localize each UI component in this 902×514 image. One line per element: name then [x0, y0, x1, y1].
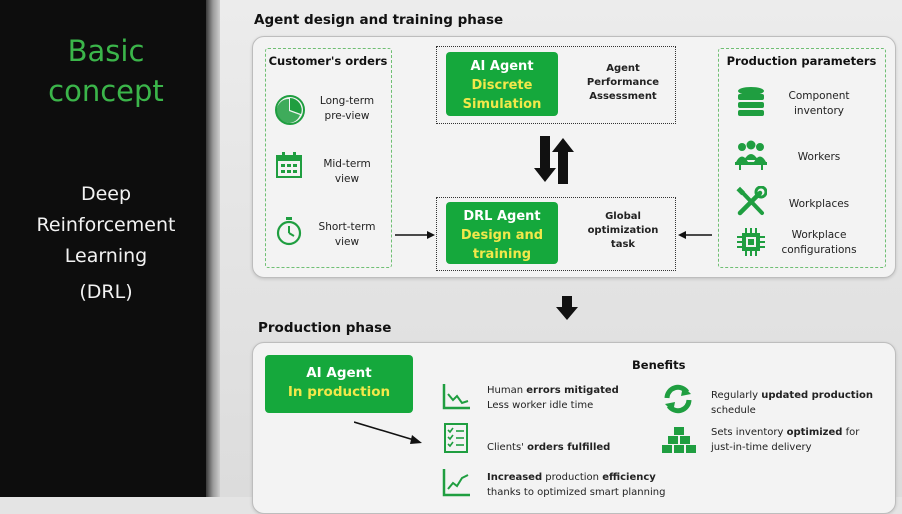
benefit-schedule: Regularly updated production [711, 390, 873, 401]
panel-divider [206, 0, 220, 497]
benefit-errors: Human errors mitigated [487, 385, 619, 396]
ai-agent-simulation-box: AI Agent Discrete Simulation [446, 52, 558, 116]
ai-agent-production-box: AI Agent In production [265, 355, 413, 413]
drl-agent-box: DRL Agent Design and training [446, 202, 558, 264]
arrow-to-benefits [354, 420, 424, 446]
training-phase-title: Agent design and training phase [254, 12, 504, 28]
production-phase-title: Production phase [258, 320, 392, 336]
down-arrow-icon [556, 296, 578, 320]
workers-icon [733, 140, 769, 170]
benefit-inventory: Sets inventory optimized for [711, 427, 860, 438]
sim-line3: Simulation [462, 97, 542, 112]
calendar-icon [274, 150, 304, 180]
benefit-efficiency: Increased production efficiency [487, 472, 656, 483]
sim-line2: Discrete [471, 78, 533, 93]
trend-up-chart-icon [442, 467, 472, 497]
simulation-block [436, 46, 676, 124]
task-line2: optimization [587, 225, 659, 236]
assessment-line2: Performance [586, 77, 660, 88]
assessment-line3: Assessment [589, 91, 657, 102]
benefit-inventory-line2: just-in-time delivery [711, 442, 812, 453]
subtitle-line1: Deep [80, 183, 132, 205]
workplaces-label: Workplaces [788, 198, 850, 210]
task-line1: Global [605, 211, 641, 222]
arrow-from-params [678, 229, 712, 241]
subtitle-line3: Learning [64, 245, 148, 267]
workers-label: Workers [797, 151, 841, 163]
tools-icon [735, 186, 767, 218]
drl-line1: DRL Agent [463, 209, 541, 224]
chip-icon [735, 226, 767, 258]
basic-title-line1: Basic [67, 34, 145, 68]
training-phase-box [252, 36, 896, 278]
component-inventory-label-1: Component [788, 90, 850, 102]
mid-term-label-1: Mid-term [323, 158, 371, 170]
trend-down-chart-icon [442, 382, 472, 410]
subtitle-line4: (DRL) [79, 281, 133, 303]
stacked-boxes-icon [662, 425, 696, 453]
benefit-schedule-line2: schedule [711, 405, 756, 416]
drl-block [436, 197, 676, 271]
sim-line1: AI Agent [470, 59, 534, 74]
short-term-label-2: view [334, 236, 360, 248]
benefits-heading: Benefits [632, 358, 686, 372]
workplace-config-label-2: configurations [781, 244, 857, 256]
drl-line2: Design and [460, 228, 544, 243]
benefit-planning: thanks to optimized smart planning [487, 487, 666, 498]
task-line3: task [610, 239, 636, 250]
long-term-label-2: pre-view [324, 110, 370, 122]
drl-line3: training [472, 247, 532, 262]
benefit-idle-time: Less worker idle time [487, 400, 594, 411]
stopwatch-icon [274, 216, 304, 246]
production-agent-line2: In production [287, 384, 391, 400]
customer-orders-heading: Customer's orders [268, 54, 388, 68]
pie-chart-icon [274, 94, 306, 126]
short-term-label-1: Short-term [318, 221, 376, 233]
long-term-label-1: Long-term [319, 95, 375, 107]
component-inventory-label-2: inventory [794, 105, 844, 117]
customer-orders-box [265, 48, 392, 268]
assessment-line1: Agent [606, 63, 640, 74]
exchange-arrows-icon [534, 136, 574, 184]
workplace-config-label-1: Workplace [791, 229, 847, 241]
arrow-to-drl [395, 229, 435, 241]
production-parameters-box [718, 48, 886, 268]
production-agent-line1: AI Agent [306, 365, 372, 381]
benefit-orders: Clients' orders fulfilled [487, 442, 611, 453]
basic-title-line2: concept [48, 74, 164, 108]
left-panel [0, 0, 212, 497]
refresh-icon [663, 384, 693, 414]
checklist-icon [442, 422, 470, 454]
production-parameters-heading: Production parameters [726, 54, 877, 68]
database-icon [736, 86, 766, 118]
mid-term-label-2: view [334, 173, 360, 185]
subtitle-line2: Reinforcement [36, 214, 176, 236]
